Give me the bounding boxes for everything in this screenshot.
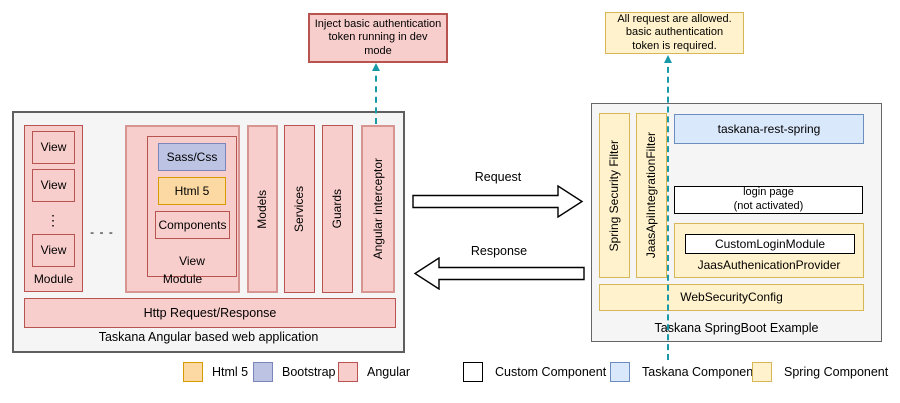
panel-springboot-example: Spring Security Filter JaasApiIntegratio… (591, 103, 882, 342)
taskana-rest-spring-box: taskana-rest-spring (674, 114, 864, 144)
bar-guards: Guards (322, 125, 353, 293)
legend-item-angular: Angular (338, 362, 410, 382)
spring-security-filter-bar: Spring Security Filter (599, 113, 630, 278)
legend-label: Html 5 (212, 365, 249, 379)
dashed-arrow-right (664, 55, 672, 360)
legend-item-spring-component: Spring Component (752, 362, 888, 382)
panel-angular-app: View View ⋮ View Module - - - Sass/Css H… (12, 111, 405, 353)
request-label: Request (474, 170, 522, 184)
jaas-authenication-provider-label: JaasAuthenicationProvider (697, 258, 841, 272)
legend-item-taskana-component: Taskana Component (610, 362, 757, 382)
sass-css-box: Sass/Css (158, 143, 226, 171)
legend-swatch-taskana (610, 362, 630, 382)
login-page-box: login page (not activated) (674, 186, 863, 214)
jaas-authenication-provider-box: CustomLoginModule JaasAuthenicationProvi… (674, 223, 864, 278)
legend-item-html5: Html 5 (183, 362, 248, 382)
view-label: View (179, 254, 205, 268)
annotation-inject-token: Inject basic authentication token runnin… (308, 13, 448, 63)
legend-label: Angular (367, 365, 411, 379)
module-label: Module (33, 272, 74, 286)
legend-label: Spring Component (784, 365, 889, 379)
request-arrow (412, 185, 584, 218)
module-label: Module (162, 272, 203, 286)
modules-gap-dots: - - - (90, 224, 114, 239)
legend-item-bootstrap: Bootstrap (253, 362, 336, 382)
legend-label: Bootstrap (282, 365, 336, 379)
http-request-response-bar: Http Request/Response (24, 298, 396, 328)
arrow-up-icon (372, 63, 380, 71)
left-panel-title: Taskana Angular based web application (98, 330, 319, 344)
web-security-config-box: WebSecurityConfig (599, 284, 864, 311)
module-1: View View ⋮ View Module (24, 125, 83, 292)
view-container: Sass/Css Html 5 Components View (147, 136, 237, 277)
dashed-arrow-left (372, 63, 380, 124)
module-2: Sass/Css Html 5 Components View Module (125, 125, 240, 293)
right-panel-title: Taskana SpringBoot Example (654, 321, 819, 335)
vertical-ellipsis: ⋮ (46, 211, 60, 228)
bar-angular-interceptor: Angular interceptor (361, 125, 395, 293)
response-label: Response (470, 244, 528, 258)
view-box: View (32, 169, 75, 202)
view-box: View (32, 131, 75, 164)
bar-models: Models (247, 125, 278, 293)
jaas-api-integration-filter-bar: JaasApiIntegrationFilter (636, 113, 667, 278)
legend-item-custom-component: Custom Component (463, 362, 606, 382)
legend-swatch-custom (463, 362, 483, 382)
custom-login-module-box: CustomLoginModule (685, 234, 855, 254)
legend-label: Custom Component (495, 365, 607, 379)
html5-box: Html 5 (158, 177, 226, 205)
legend-swatch-spring (752, 362, 772, 382)
annotation-all-requests: All request are allowed. basic authentic… (605, 12, 744, 54)
legend-label: Taskana Component (642, 365, 757, 379)
components-box: Components (155, 211, 230, 239)
legend-swatch-angular (338, 362, 358, 382)
view-box: View (32, 234, 75, 267)
legend-swatch-html5 (183, 362, 203, 382)
arrow-up-icon (664, 55, 672, 63)
legend-swatch-bootstrap (253, 362, 273, 382)
bar-services: Services (284, 125, 315, 293)
response-arrow (413, 257, 585, 290)
